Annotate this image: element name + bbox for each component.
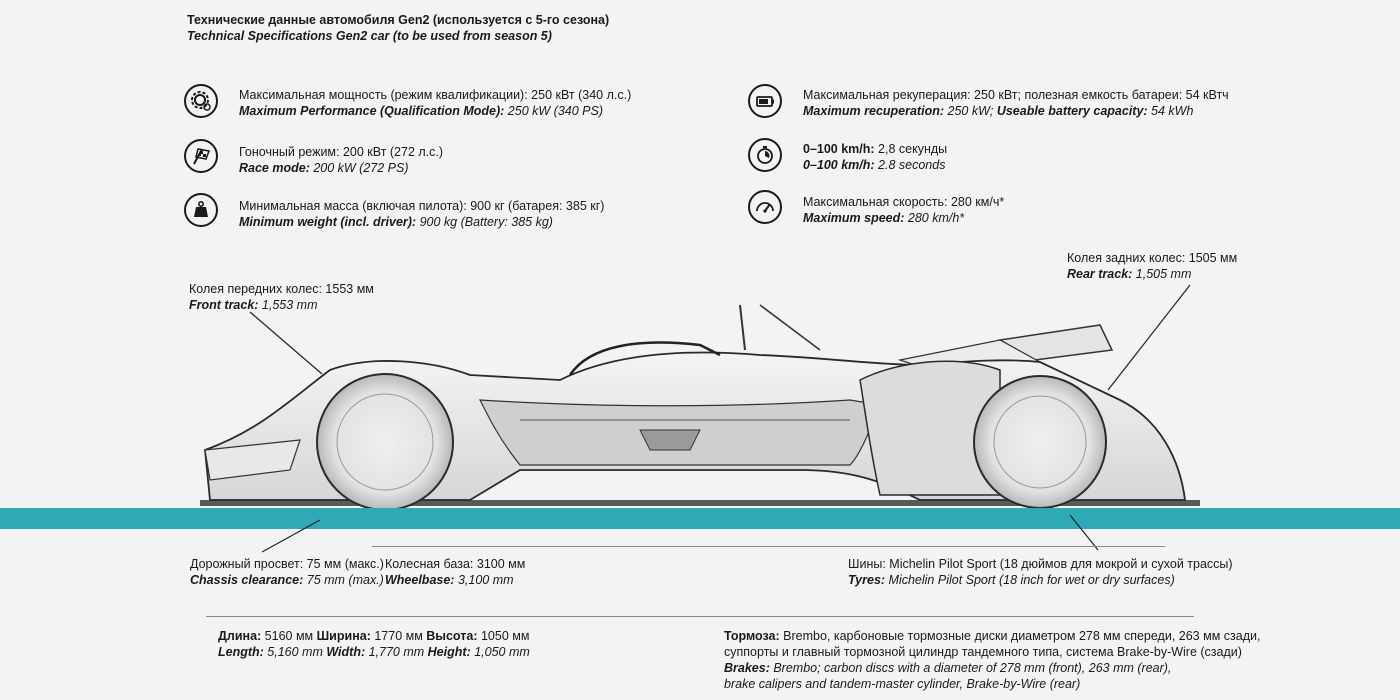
length-label-en: Length: (218, 645, 264, 659)
brakes-ru-line1: Brembo, карбоновые тормозные диски диаме… (779, 629, 1261, 643)
height-label-en: Height: (427, 645, 471, 659)
divider-top (372, 546, 1165, 547)
spec-label-en: 0–100 km/h: (803, 158, 875, 172)
spec-value-en: 250 kW; (944, 104, 997, 118)
gear-cog-icon (184, 84, 218, 118)
callout-rear-track: Колея задних колес: 1505 мм Rear track: … (1067, 250, 1237, 282)
callout-value-ru: 1505 мм (1185, 251, 1238, 265)
spec-value-en: 280 km/h* (904, 211, 965, 225)
battery-icon (748, 84, 782, 118)
callout-label-ru: Шины: (848, 557, 886, 571)
brakes-block: Тормоза: Brembo, карбоновые тормозные ди… (724, 628, 1260, 692)
callout-value-en: 1,553 mm (258, 298, 318, 312)
width-value-ru: 1770 мм (370, 629, 427, 643)
checkered-flag-icon (184, 139, 218, 173)
ground-band (0, 508, 1400, 529)
car-side-illustration (200, 284, 1200, 511)
callout-label-en: Chassis clearance: (190, 573, 304, 587)
divider-bottom (206, 616, 1194, 617)
spec-acceleration: 0–100 km/h: 2,8 секунды 0–100 km/h: 2.8 … (803, 141, 947, 173)
spec-label-ru: Максимальная рекуперация: (803, 88, 971, 102)
spec-value-en: 900 kg (Battery: 385 kg) (416, 215, 553, 229)
page-title-ru: Технические данные автомобиля Gen2 (испо… (187, 13, 610, 27)
callout-label-en: Front track: (189, 298, 259, 312)
dimensions-block: Длина: 5160 мм Ширина: 1770 мм Высота: 1… (218, 628, 530, 660)
callout-clearance: Дорожный просвет: 75 мм (макс.) Chassis … (190, 556, 384, 588)
spec-label-ru: Гоночный режим: (239, 145, 340, 159)
brakes-label-ru: Тормоза: (724, 629, 780, 643)
callout-label-ru: Дорожный просвет: (190, 557, 304, 571)
callout-label-en: Rear track: (1067, 267, 1133, 281)
spec-value-ru: 200 кВт (272 л.с.) (339, 145, 444, 159)
width-value-en: 1,770 mm (365, 645, 428, 659)
callout-value-en: 3,100 mm (454, 573, 514, 587)
brakes-en-line1: Brembo; carbon discs with a diameter of … (769, 661, 1172, 675)
height-value-en: 1,050 mm (470, 645, 530, 659)
spec-value-en: 200 kW (272 PS) (309, 161, 409, 175)
callout-label-en: Tyres: (848, 573, 886, 587)
spec-label-en: Minimum weight (incl. driver): (239, 215, 417, 229)
spec-label-ru: Максимальная мощность (режим квалификаци… (239, 88, 528, 102)
stopwatch-icon (748, 138, 782, 172)
spec-label-ru: Минимальная масса (включая пилота): (239, 199, 467, 213)
callout-tyres: Шины: Michelin Pilot Sport (18 дюймов дл… (848, 556, 1233, 588)
weight-icon (184, 193, 218, 227)
spec-recuperation: Максимальная рекуперация: 250 кВт; полез… (803, 87, 1229, 119)
spec-label-en-2: Useable battery capacity: (996, 104, 1148, 118)
spec-race-mode: Гоночный режим: 200 кВт (272 л.с.) Race … (239, 144, 443, 176)
spec-value-ru: 900 кг (батарея: 385 кг) (466, 199, 605, 213)
spec-label-ru: 0–100 km/h: (803, 142, 875, 156)
length-value-ru: 5160 мм (261, 629, 317, 643)
callout-label-ru: Колея передних колес: (189, 282, 322, 296)
spec-value-ru: 250 кВт (340 л.с.) (527, 88, 632, 102)
brakes-label-en: Brakes: (724, 661, 770, 675)
callout-label-en: Wheelbase: (385, 573, 455, 587)
spec-value-ru: 250 кВт; полезная емкость батареи: 54 кВ… (970, 88, 1229, 102)
spec-max-power: Максимальная мощность (режим квалификаци… (239, 87, 631, 119)
width-label-ru: Ширина: (316, 629, 371, 643)
callout-value-ru: 1553 мм (321, 282, 374, 296)
callout-value-en: Michelin Pilot Sport (18 inch for wet or… (885, 573, 1175, 587)
page-title-en: Technical Specifications Gen2 car (to be… (187, 29, 552, 43)
bottom-leader-lines (261, 514, 1099, 553)
spec-value-ru: 2,8 секунды (874, 142, 948, 156)
width-label-en: Width: (326, 645, 366, 659)
callout-wheelbase: Колесная база: 3100 мм Wheelbase: 3,100 … (385, 556, 525, 588)
callout-value-en: 75 mm (max.) (303, 573, 384, 587)
length-value-en: 5,160 mm (263, 645, 327, 659)
spec-min-weight: Минимальная масса (включая пилота): 900 … (239, 198, 604, 230)
callout-value-en: 1,505 mm (1132, 267, 1192, 281)
spec-value-en-2: 54 kWh (1147, 104, 1194, 118)
speedometer-icon (748, 190, 782, 224)
spec-value-en: 250 kW (340 PS) (504, 104, 603, 118)
spec-label-en: Race mode: (239, 161, 310, 175)
callout-value-ru: 75 мм (макс.) (303, 557, 384, 571)
spec-label-en: Maximum Performance (Qualification Mode)… (239, 104, 505, 118)
spec-label-en: Maximum speed: (803, 211, 905, 225)
callout-label-ru: Колея задних колес: (1067, 251, 1186, 265)
brakes-ru-line2: суппорты и главный тормозной цилиндр тан… (724, 645, 1242, 659)
height-label-ru: Высота: (426, 629, 478, 643)
length-label-ru: Длина: (218, 629, 262, 643)
callout-label-ru: Колесная база: (385, 557, 474, 571)
callout-value-ru: 3100 мм (473, 557, 526, 571)
spec-label-ru: Максимальная скорость: (803, 195, 948, 209)
spec-value-en: 2.8 seconds (874, 158, 946, 172)
spec-top-speed: Максимальная скорость: 280 км/ч* Maximum… (803, 194, 1004, 226)
spec-label-en: Maximum recuperation: (803, 104, 945, 118)
callout-value-ru: Michelin Pilot Sport (18 дюймов для мокр… (885, 557, 1233, 571)
brakes-en-line2: brake calipers and tandem-master cylinde… (724, 677, 1081, 691)
spec-value-ru: 280 км/ч* (947, 195, 1005, 209)
height-value-ru: 1050 мм (477, 629, 530, 643)
callout-front-track: Колея передних колес: 1553 мм Front trac… (189, 281, 374, 313)
